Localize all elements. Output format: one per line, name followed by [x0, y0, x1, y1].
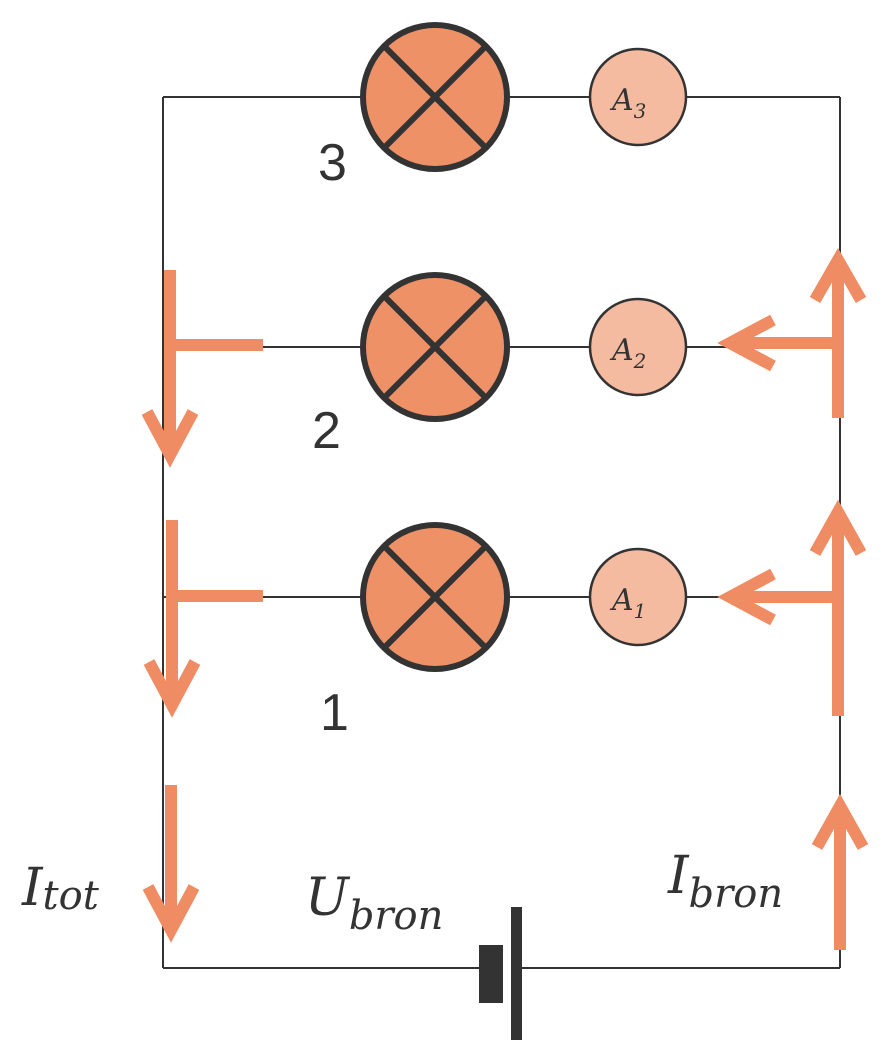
- battery: [479, 907, 522, 1040]
- svg-text:A1: A1: [609, 583, 646, 623]
- branch-1-right-arrow: [717, 499, 867, 716]
- lamp-1-label: 1: [320, 684, 349, 742]
- itot-label: Itot: [21, 858, 100, 919]
- lamp-2-label: 2: [312, 402, 341, 460]
- svg-text:A2: A2: [609, 333, 646, 373]
- lamp-1: [360, 522, 510, 672]
- ubron-label: Ubron: [305, 868, 443, 939]
- svg-text:A3: A3: [609, 83, 646, 123]
- lamp-3: [360, 22, 510, 172]
- ammeter-a3: A3: [588, 47, 688, 147]
- wires: [162, 96, 841, 969]
- lamp-3-label: 3: [318, 134, 347, 192]
- ibron-arrow: [811, 793, 869, 950]
- branch-2-left-arrow: [141, 270, 263, 468]
- ammeter-a2: A2: [588, 297, 688, 397]
- right-current-arrows: [717, 247, 869, 950]
- itot-arrow: [142, 785, 200, 943]
- branch-2-right-arrow: [717, 247, 867, 418]
- left-current-arrows: [141, 270, 263, 943]
- lamp-2: [360, 272, 510, 422]
- ammeter-a1: A1: [588, 547, 688, 647]
- ibron-label: Ibron: [667, 846, 783, 917]
- branch-1-left-arrow: [143, 520, 263, 718]
